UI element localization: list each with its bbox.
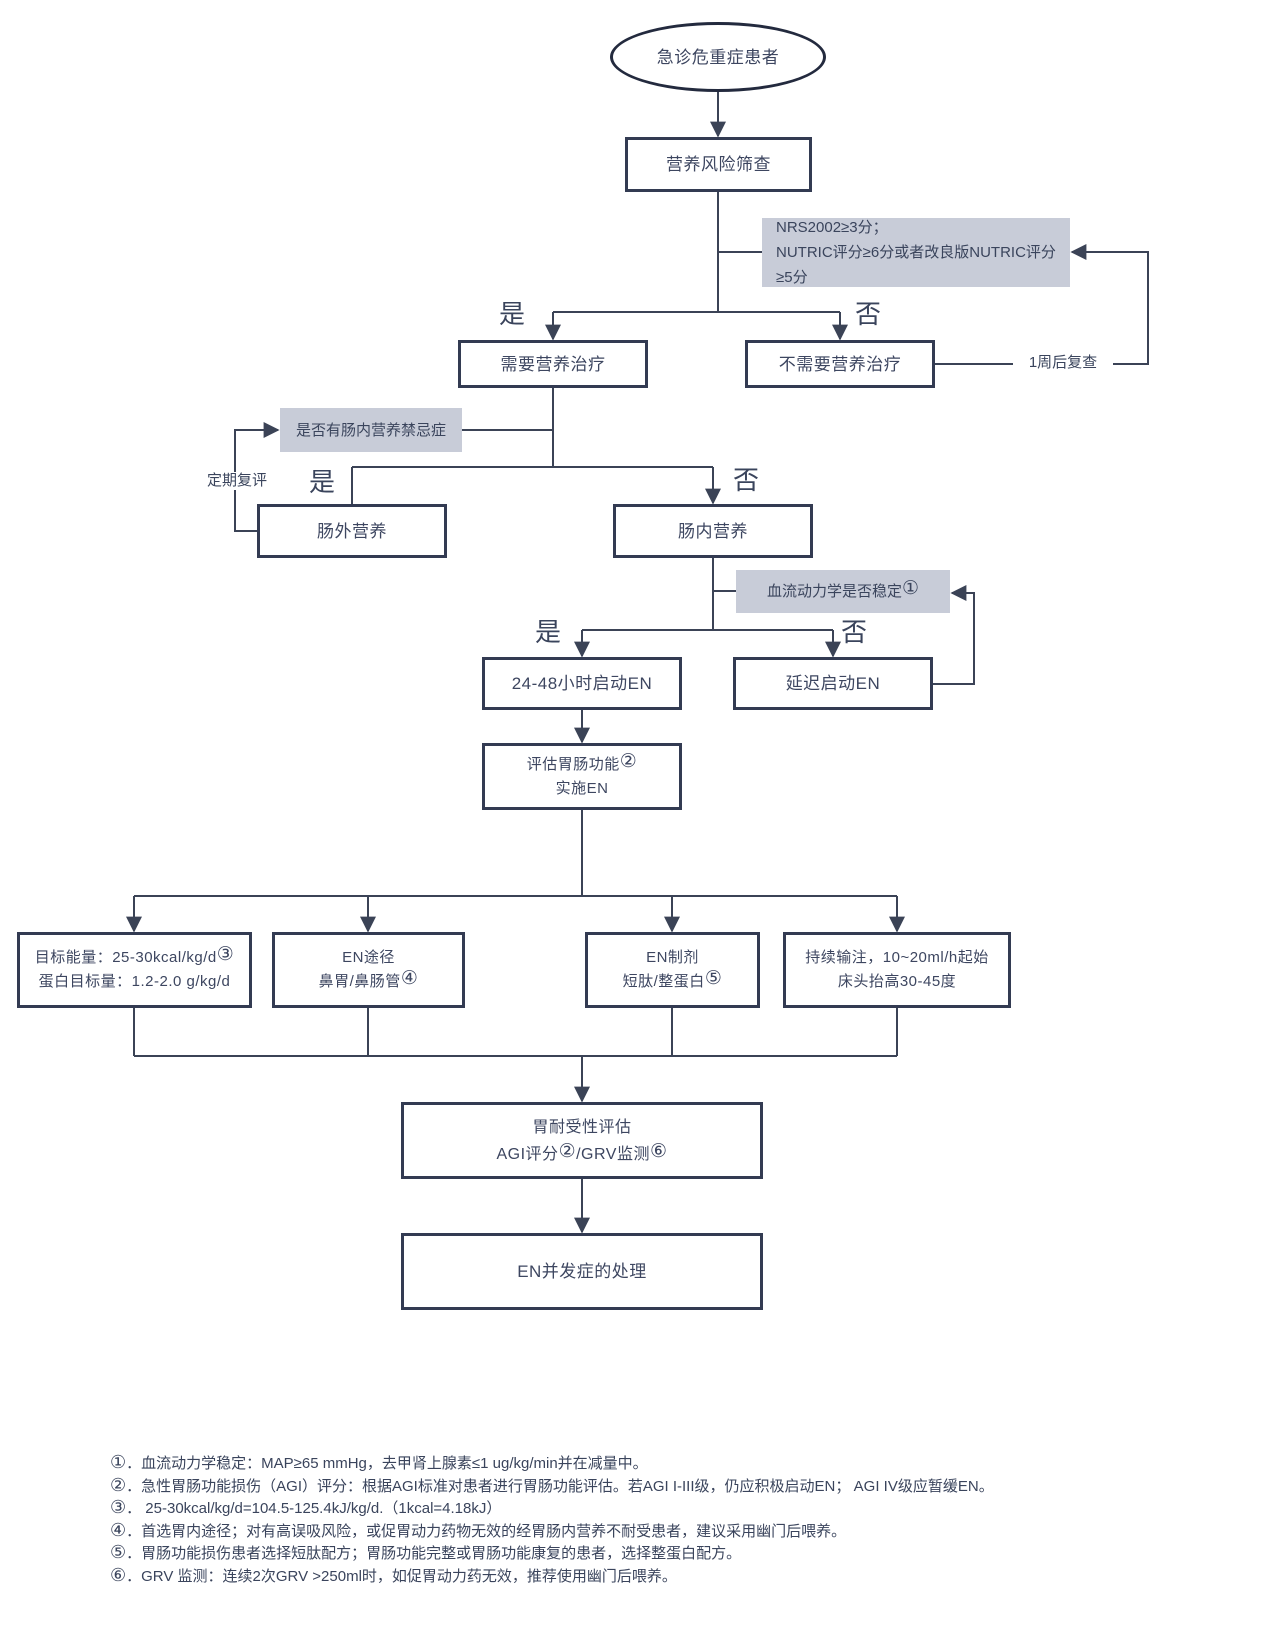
footnote-5-marker: ⑤ [110,1542,127,1562]
footnote-2-marker: ② [110,1474,127,1495]
route-node: EN途径 鼻胃/鼻肠管④ [272,932,465,1008]
criteria-line1: NRS2002≥3分； [776,219,888,236]
complication-label: EN并发症的处理 [517,1262,647,1281]
edge-label-yes-2: 是 [308,467,335,497]
footnote-2-text: ．急性胃肠功能损伤（AGI）评分：根据AGI标准对患者进行胃肠功能评估。若AGI… [126,1477,994,1495]
edge-label-yes-1: 是 [498,299,525,329]
enteral-node: 肠内营养 [613,504,813,558]
infusion-line1: 持续输注，10~20ml/h起始 [805,949,989,966]
enteral-label: 肠内营养 [678,521,748,541]
delay-en-label: 延迟启动EN [785,674,881,693]
contraindication-label: 是否有肠内营养禁忌症 [295,421,446,439]
complication-node: EN并发症的处理 [401,1233,763,1310]
start-en-label: 24-48小时启动EN [511,674,653,693]
start-label: 急诊危重症患者 [656,47,780,67]
footnote-3-marker: ③ [110,1497,127,1517]
footnote-ref-3: ③ [216,944,235,965]
footnote-5-text: ．胃肠功能损伤患者选择短肽配方；胃肠功能完整或胃肠功能康复的患者，选择整蛋白配方… [126,1545,742,1562]
tolerance-line2: AGI评分②/GRV监测⑥ [496,1140,668,1163]
footnote-ref-4: ④ [400,968,419,989]
hemodynamics-label: 血流动力学是否稳定① [766,578,920,600]
footnote-ref-1: ① [901,578,920,599]
edge-label-no-1: 否 [854,299,881,329]
footnote-5: ⑤．胃肠功能损伤患者选择短肽配方；胃肠功能完整或胃肠功能康复的患者，选择整蛋白配… [110,1542,1260,1565]
route-line1: EN途径 [342,949,395,966]
formula-line2: 短肽/整蛋白⑤ [622,968,723,990]
footnote-6-text: ．GRV 监测：连续2次GRV >250ml时，如促胃动力药无效，推荐使用幽门后… [126,1567,677,1585]
no-treatment-node: 不需要营养治疗 [745,340,935,388]
edge-label-no-2: 否 [732,465,759,495]
edge-label-yes-3: 是 [534,617,561,647]
footnote-6-marker: ⑥ [110,1564,127,1585]
target-line1: 目标能量：25-30kcal/kg/d③ [34,944,235,966]
formula-node: EN制剂 短肽/整蛋白⑤ [585,932,760,1008]
screening-label: 营养风险筛查 [666,155,771,174]
assess-line1: 评估胃肠功能② [526,750,638,773]
footnote-ref-2: ② [619,750,638,772]
hemodynamics-note: 血流动力学是否稳定① [736,570,950,613]
footnote-2: ②．急性胃肠功能损伤（AGI）评分：根据AGI标准对患者进行胃肠功能评估。若AG… [110,1475,1260,1498]
periodic-review-label: 定期复评 [205,472,269,490]
footnote-3-text: ． 25-30kcal/kg/d=104.5-125.4kJ/kg/d.（1kc… [126,1500,502,1517]
formula-line1: EN制剂 [646,949,699,966]
footnote-4-marker: ④ [110,1519,127,1540]
footnote-6: ⑥．GRV 监测：连续2次GRV >250ml时，如促胃动力药无效，推荐使用幽门… [110,1565,1260,1588]
tolerance-node: 胃耐受性评估 AGI评分②/GRV监测⑥ [401,1102,763,1179]
footnote-1-text: ．血流动力学稳定：MAP≥65 mmHg，去甲肾上腺素≤1 ug/kg/min并… [126,1455,648,1472]
need-treatment-node: 需要营养治疗 [458,340,648,388]
recheck-label: 1周后复查 [1013,354,1113,372]
infusion-line2: 床头抬高30-45度 [837,973,957,990]
need-treatment-label: 需要营养治疗 [500,354,606,374]
screening-node: 营养风险筛查 [625,137,812,192]
start-node: 急诊危重症患者 [610,22,826,92]
no-treatment-label: 不需要营养治疗 [778,354,902,374]
footnotes-block: ①．血流动力学稳定：MAP≥65 mmHg，去甲肾上腺素≤1 ug/kg/min… [110,1452,1260,1587]
parenteral-node: 肠外营养 [257,504,447,558]
target-line2: 蛋白目标量：1.2-2.0 g/kg/d [38,973,231,990]
criteria-note: NRS2002≥3分； NUTRIC评分≥6分或者改良版NUTRIC评分≥5分 [762,218,1070,287]
target-node: 目标能量：25-30kcal/kg/d③ 蛋白目标量：1.2-2.0 g/kg/… [17,932,252,1008]
delay-en-node: 延迟启动EN [733,657,933,710]
footnote-3: ③． 25-30kcal/kg/d=104.5-125.4kJ/kg/d.（1k… [110,1497,1260,1520]
footnote-ref-6: ⑥ [649,1140,668,1162]
assess-node: 评估胃肠功能② 实施EN [482,743,682,810]
criteria-line2: NUTRIC评分≥6分或者改良版NUTRIC评分≥5分 [776,244,1056,286]
footnote-4: ④．首选胃内途径；对有高误吸风险，或促胃动力药物无效的经胃肠内营养不耐受患者，建… [110,1520,1260,1543]
footnote-ref-5: ⑤ [704,968,723,989]
edge-label-no-3: 否 [840,617,867,647]
tolerance-line1: 胃耐受性评估 [532,1118,632,1136]
parenteral-label: 肠外营养 [317,521,387,541]
infusion-node: 持续输注，10~20ml/h起始 床头抬高30-45度 [783,932,1011,1008]
footnote-1-marker: ① [110,1452,127,1472]
contraindication-note: 是否有肠内营养禁忌症 [280,408,462,452]
assess-line2: 实施EN [555,779,609,797]
route-line2: 鼻胃/鼻肠管④ [318,968,419,990]
footnote-4-text: ．首选胃内途径；对有高误吸风险，或促胃动力药物无效的经胃肠内营养不耐受患者，建议… [126,1522,847,1540]
start-en-node: 24-48小时启动EN [482,657,682,710]
footnote-1: ①．血流动力学稳定：MAP≥65 mmHg，去甲肾上腺素≤1 ug/kg/min… [110,1452,1260,1475]
edge-delay-loop [933,585,975,685]
footnote-ref-2b: ② [558,1140,577,1162]
